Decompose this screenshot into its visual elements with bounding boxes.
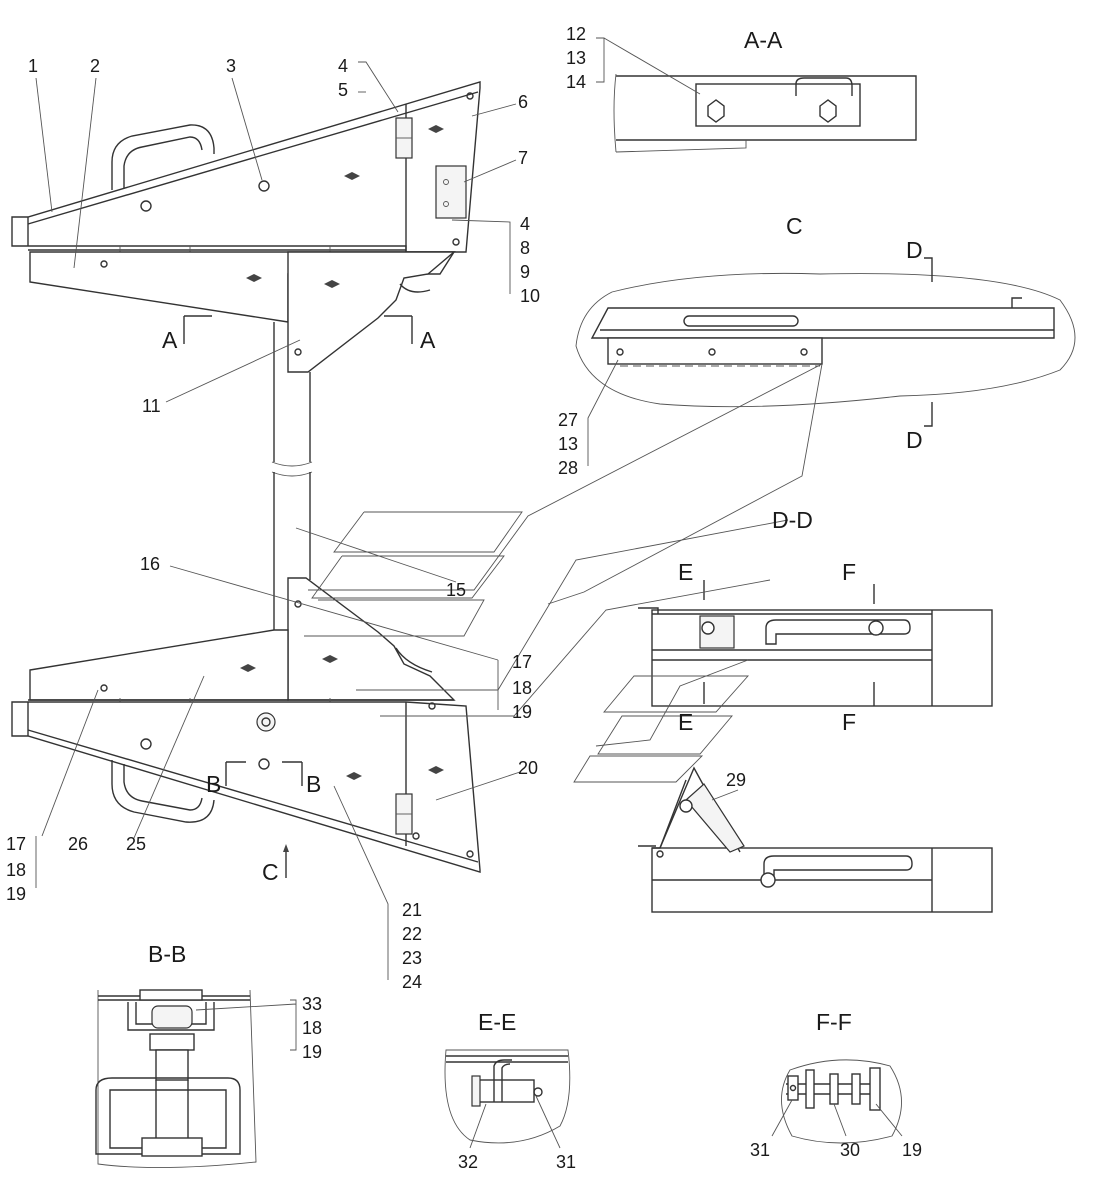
leader-lines-main [35, 61, 521, 980]
projection-lines [304, 363, 823, 783]
callout-4b: 4 [520, 214, 530, 234]
callout-21: 21 [402, 900, 422, 920]
upper-top-plate [11, 81, 481, 253]
upper-gusset [287, 251, 456, 373]
callout-11: 11 [142, 396, 161, 416]
callout-13b: 13 [558, 434, 578, 454]
cut-mark-f-top: F [842, 559, 856, 585]
cut-markers-main [183, 315, 413, 878]
cut-mark-a-left: A [162, 327, 178, 353]
cut-mark-b-left: B [206, 771, 221, 797]
section-ee-drawing [444, 1049, 571, 1149]
cut-mark-f-bottom: F [842, 709, 856, 735]
callout-19d: 19 [902, 1140, 922, 1160]
callout-labels: 1 2 3 4 5 6 7 4 8 9 10 11 12 13 14 27 13… [6, 24, 922, 1172]
callout-31b: 31 [750, 1140, 770, 1160]
callout-22: 22 [402, 924, 422, 944]
section-dd-drawing [638, 580, 993, 913]
callout-18c: 18 [302, 1018, 322, 1038]
callout-1: 1 [28, 56, 38, 76]
callout-20: 20 [518, 758, 538, 778]
callout-26: 26 [68, 834, 88, 854]
callout-19b: 19 [6, 884, 26, 904]
section-ff-drawing [771, 1059, 903, 1144]
section-bb-drawing [95, 989, 297, 1169]
callout-28: 28 [558, 458, 578, 478]
callout-12: 12 [566, 24, 586, 44]
lower-bracket [11, 577, 481, 873]
callout-30: 30 [840, 1140, 860, 1160]
section-title-c: C [786, 213, 803, 239]
cut-mark-b-right: B [306, 771, 321, 797]
lower-handle [111, 760, 215, 823]
view-c-outline [575, 272, 1076, 408]
view-c-drawing [575, 257, 1076, 466]
callout-23: 23 [402, 948, 422, 968]
callout-25: 25 [126, 834, 146, 854]
callout-24: 24 [402, 972, 422, 992]
callout-18: 18 [512, 678, 532, 698]
cut-mark-e-bottom: E [678, 709, 693, 735]
callout-33: 33 [302, 994, 322, 1014]
section-aa-drawing [596, 37, 917, 153]
callout-31: 31 [556, 1152, 576, 1172]
upper-bracket [11, 81, 481, 373]
section-title-bb: B-B [148, 941, 186, 967]
callout-19c: 19 [302, 1042, 322, 1062]
callout-7: 7 [518, 148, 528, 168]
callout-32: 32 [458, 1152, 478, 1172]
upper-handle [111, 124, 215, 190]
pivot-bolt [256, 712, 276, 732]
cut-mark-e-top: E [678, 559, 693, 585]
callout-4: 4 [338, 56, 348, 76]
callout-2: 2 [90, 56, 100, 76]
callout-3: 3 [226, 56, 236, 76]
callout-18b: 18 [6, 860, 26, 880]
section-title-aa: A-A [744, 27, 783, 53]
cut-mark-letters: A A B B C D D E E F F [162, 237, 923, 885]
section-title-ff: F-F [816, 1009, 852, 1035]
callout-6: 6 [518, 92, 528, 112]
callout-10: 10 [520, 286, 540, 306]
cut-mark-d-bottom: D [906, 427, 923, 453]
callout-19: 19 [512, 702, 532, 722]
callout-27: 27 [558, 410, 578, 430]
section-title-dd: D-D [772, 507, 813, 533]
upper-latch-plate [435, 165, 467, 219]
callout-9: 9 [520, 262, 530, 282]
cut-mark-d-top: D [906, 237, 923, 263]
cut-mark-c: C [262, 859, 279, 885]
callout-17b: 17 [6, 834, 26, 854]
callout-13: 13 [566, 48, 586, 68]
lower-bottom-plate [11, 701, 481, 873]
callout-29: 29 [726, 770, 746, 790]
callout-8: 8 [520, 238, 530, 258]
section-title-ee: E-E [478, 1009, 516, 1035]
cut-mark-a-right: A [420, 327, 436, 353]
callout-17: 17 [512, 652, 532, 672]
callout-5: 5 [338, 80, 348, 100]
callout-15: 15 [446, 580, 466, 600]
section-titles: A-A C D-D B-B E-E F-F [148, 27, 852, 1035]
vertical-post [271, 322, 313, 630]
callout-14: 14 [566, 72, 586, 92]
lower-upper-plate [29, 629, 289, 701]
callout-16: 16 [140, 554, 160, 574]
